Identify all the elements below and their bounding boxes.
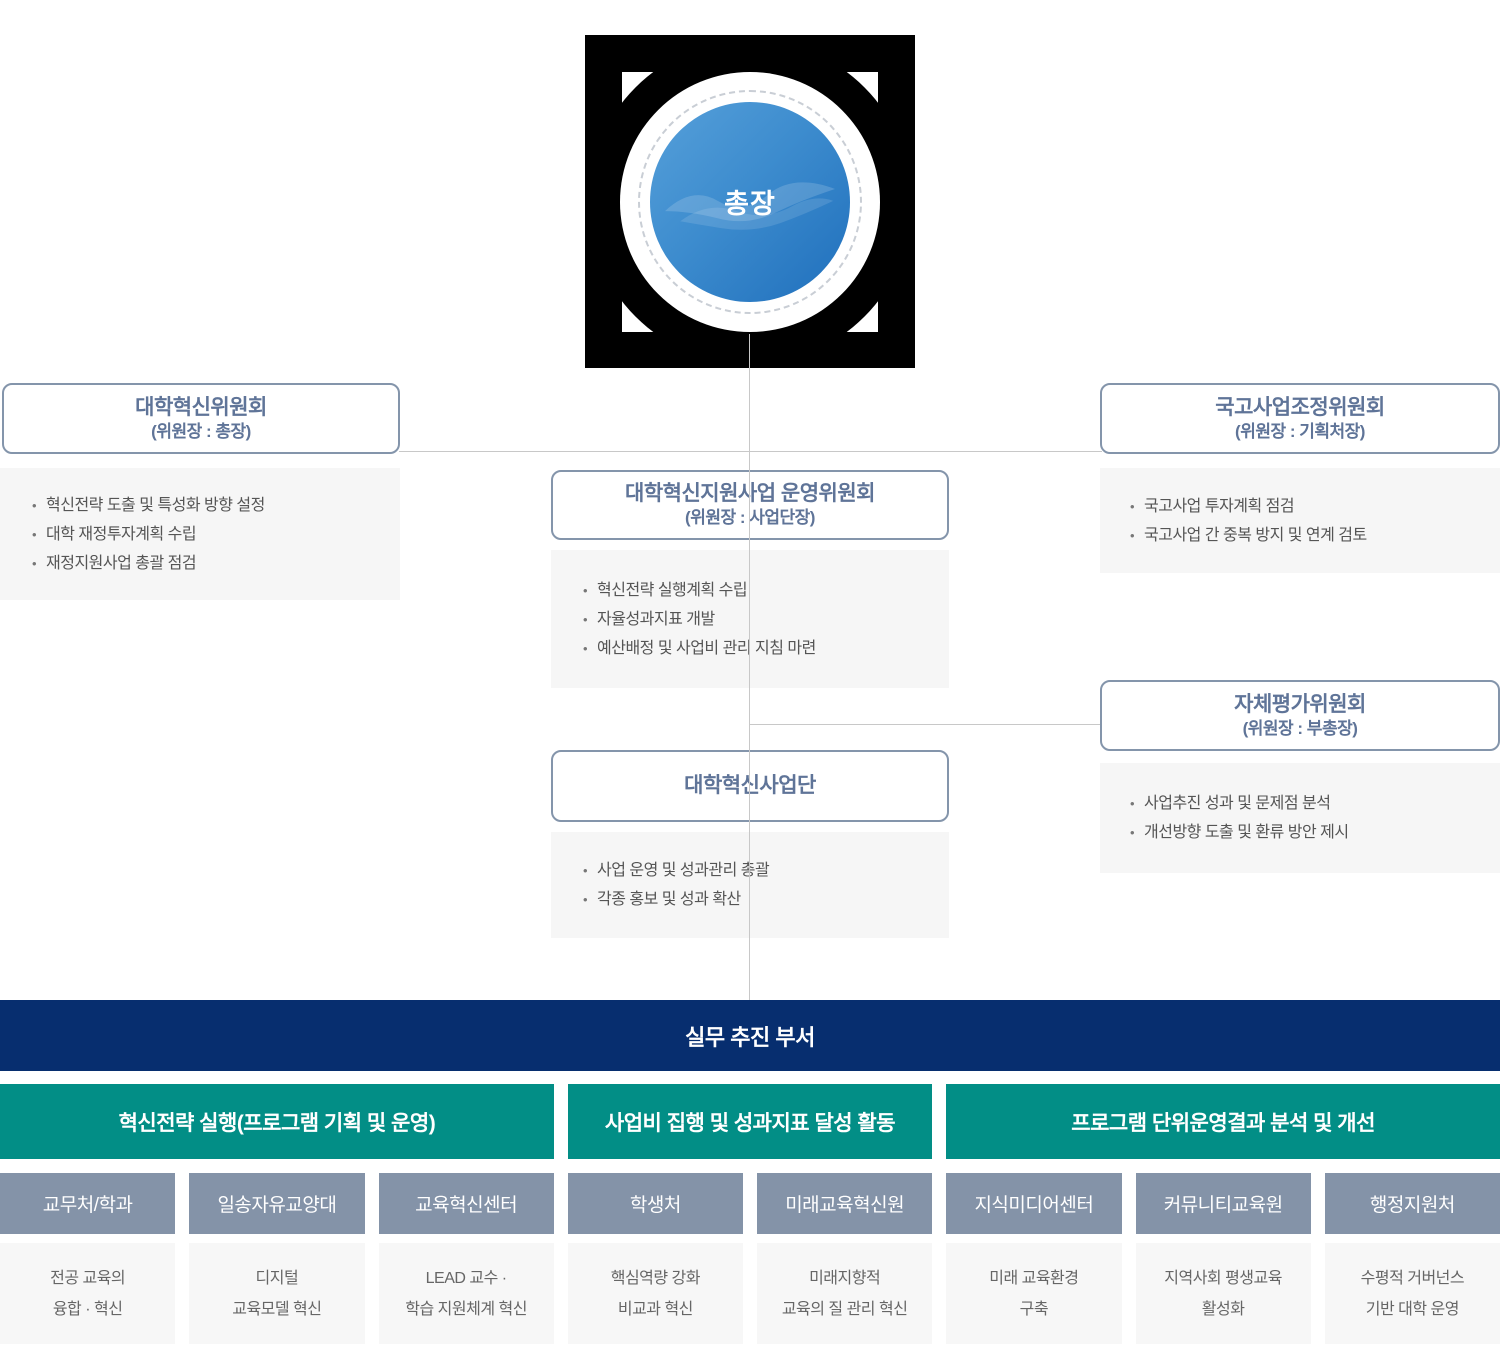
- dept-header: 일송자유교양대: [189, 1173, 365, 1234]
- bullet-item: 예산배정 및 사업비 관리 지침 마련: [583, 634, 949, 663]
- dept-role-line: 활성화: [1201, 1300, 1245, 1318]
- dept-header: 미래교육혁신원: [757, 1173, 933, 1234]
- connector-horizontal-top: [399, 451, 1102, 452]
- dept-role: 미래지향적 교육의 질 관리 혁신: [757, 1243, 933, 1344]
- badge-dashed-ring: [638, 89, 862, 314]
- dept-role: 수평적 거버넌스 기반 대학 운영: [1324, 1243, 1500, 1344]
- department-role-row: 전공 교육의 융합 · 혁신 디지털 교육모델 혁신 LEAD 교수 · 학습 …: [0, 1243, 1500, 1344]
- bullet-item: 각종 홍보 및 성과 확산: [583, 885, 949, 914]
- dept-role-line: 디지털: [255, 1269, 299, 1287]
- committee-chair: (위원장 : 사업단장): [685, 508, 815, 527]
- connector-horizontal-mid: [750, 724, 1102, 725]
- dept-role-line: LEAD 교수 ·: [425, 1269, 507, 1287]
- committee-title: 자체평가위원회: [1234, 692, 1366, 716]
- committee-panel-operation: 혁신전략 실행계획 수립 자율성과지표 개발 예산배정 및 사업비 관리 지침 …: [551, 550, 949, 688]
- committee-panel-national: 국고사업 투자계획 점검 국고사업 간 중복 방지 및 연계 검토: [1100, 468, 1500, 573]
- dept-role-line: 수평적 거버넌스: [1360, 1269, 1465, 1287]
- committee-chair: (위원장 : 총장): [151, 421, 251, 441]
- dept-role-line: 기반 대학 운영: [1365, 1300, 1460, 1318]
- dept-role: 핵심역량 강화 비교과 혁신: [567, 1243, 743, 1344]
- dept-role-line: 학습 지원체계 혁신: [405, 1300, 527, 1318]
- committee-panel-task-force: 사업 운영 및 성과관리 총괄 각종 홍보 및 성과 확산: [551, 832, 949, 938]
- president-label: 총장: [724, 189, 776, 219]
- committee-title: 국고사업조정위원회: [1215, 395, 1385, 419]
- committee-box-national: 국고사업조정위원회 (위원장 : 기획처장): [1100, 383, 1500, 454]
- dept-header: 교무처/학과: [0, 1173, 176, 1234]
- committee-title: 대학혁신위원회: [135, 395, 267, 419]
- dept-role: 미래 교육환경 구축: [946, 1243, 1122, 1344]
- bullet-item: 재정지원사업 총괄 점검: [32, 549, 400, 578]
- committee-chair: (위원장 : 기획처장): [1235, 421, 1365, 441]
- dept-header: 지식미디어센터: [946, 1173, 1122, 1234]
- dept-role-line: 구축: [1019, 1300, 1049, 1318]
- president-badge: 총장: [585, 35, 915, 368]
- dept-header: 학생처: [567, 1173, 743, 1234]
- wave-emblem-icon: [665, 166, 835, 243]
- committee-box-operation: 대학혁신지원사업 운영위원회 (위원장 : 사업단장): [551, 470, 949, 540]
- dept-header: 행정지원처: [1324, 1173, 1500, 1234]
- committee-title: 대학혁신지원사업 운영위원회: [625, 482, 876, 505]
- bullet-item: 혁신전략 도출 및 특성화 방향 설정: [32, 491, 400, 520]
- dept-role-line: 교육모델 혁신: [232, 1300, 322, 1318]
- dept-role: LEAD 교수 · 학습 지원체계 혁신: [378, 1243, 554, 1344]
- bullet-item: 개선방향 도출 및 환류 방안 제시: [1130, 818, 1500, 847]
- dept-role-line: 융합 · 혁신: [52, 1300, 123, 1318]
- committee-panel-self-eval: 사업추진 성과 및 문제점 분석 개선방향 도출 및 환류 방안 제시: [1100, 763, 1500, 873]
- group-header-budget: 사업비 집행 및 성과지표 달성 활동: [567, 1084, 933, 1159]
- dept-role-line: 미래 교육환경: [989, 1269, 1079, 1287]
- working-groups-row: 혁신전략 실행(프로그램 기획 및 운영) 사업비 집행 및 성과지표 달성 활…: [0, 1084, 1500, 1159]
- bullet-item: 대학 재정투자계획 수립: [32, 520, 400, 549]
- dept-role-line: 미래지향적: [809, 1269, 881, 1287]
- committee-panel-innovation: 혁신전략 도출 및 특성화 방향 설정 대학 재정투자계획 수립 재정지원사업 …: [0, 468, 400, 600]
- bullet-item: 사업추진 성과 및 문제점 분석: [1130, 789, 1500, 818]
- dept-role: 디지털 교육모델 혁신: [189, 1243, 365, 1344]
- dept-header: 교육혁신센터: [378, 1173, 554, 1234]
- bullet-item: 국고사업 간 중복 방지 및 연계 검토: [1130, 521, 1500, 550]
- committee-box-task-force: 대학혁신사업단: [551, 750, 949, 822]
- dept-role-line: 핵심역량 강화: [610, 1269, 701, 1287]
- bullet-item: 혁신전략 실행계획 수립: [583, 576, 949, 605]
- dept-header: 커뮤니티교육원: [1135, 1173, 1311, 1234]
- committee-chair: (위원장 : 부총장): [1242, 718, 1358, 738]
- dept-role-line: 지역사회 평생교육: [1164, 1269, 1282, 1287]
- bullet-item: 사업 운영 및 성과관리 총괄: [583, 856, 949, 885]
- dept-role-line: 교육의 질 관리 혁신: [781, 1300, 908, 1318]
- dept-role: 지역사회 평생교육 활성화: [1135, 1243, 1311, 1344]
- bullet-item: 자율성과지표 개발: [583, 605, 949, 634]
- dept-role: 전공 교육의 융합 · 혁신: [0, 1243, 176, 1344]
- group-header-analysis: 프로그램 단위운영결과 분석 및 개선: [946, 1084, 1500, 1159]
- committee-title: 대학혁신사업단: [684, 774, 816, 797]
- group-header-strategy: 혁신전략 실행(프로그램 기획 및 운영): [0, 1084, 554, 1159]
- bullet-item: 국고사업 투자계획 점검: [1130, 492, 1500, 521]
- dept-role-line: 비교과 혁신: [617, 1300, 694, 1318]
- department-header-row: 교무처/학과 일송자유교양대 교육혁신센터 학생처 미래교육혁신원 지식미디어센…: [0, 1173, 1500, 1234]
- dept-role-line: 전공 교육의: [50, 1269, 126, 1287]
- working-section: 실무 추진 부서 혁신전략 실행(프로그램 기획 및 운영) 사업비 집행 및 …: [0, 1000, 1500, 1344]
- committee-box-innovation: 대학혁신위원회 (위원장 : 총장): [2, 383, 400, 454]
- committee-box-self-eval: 자체평가위원회 (위원장 : 부총장): [1100, 680, 1500, 751]
- badge-blue-circle: 총장: [650, 101, 850, 302]
- working-section-title-bar: 실무 추진 부서: [0, 1000, 1500, 1071]
- connector-vertical-main: [749, 334, 750, 1000]
